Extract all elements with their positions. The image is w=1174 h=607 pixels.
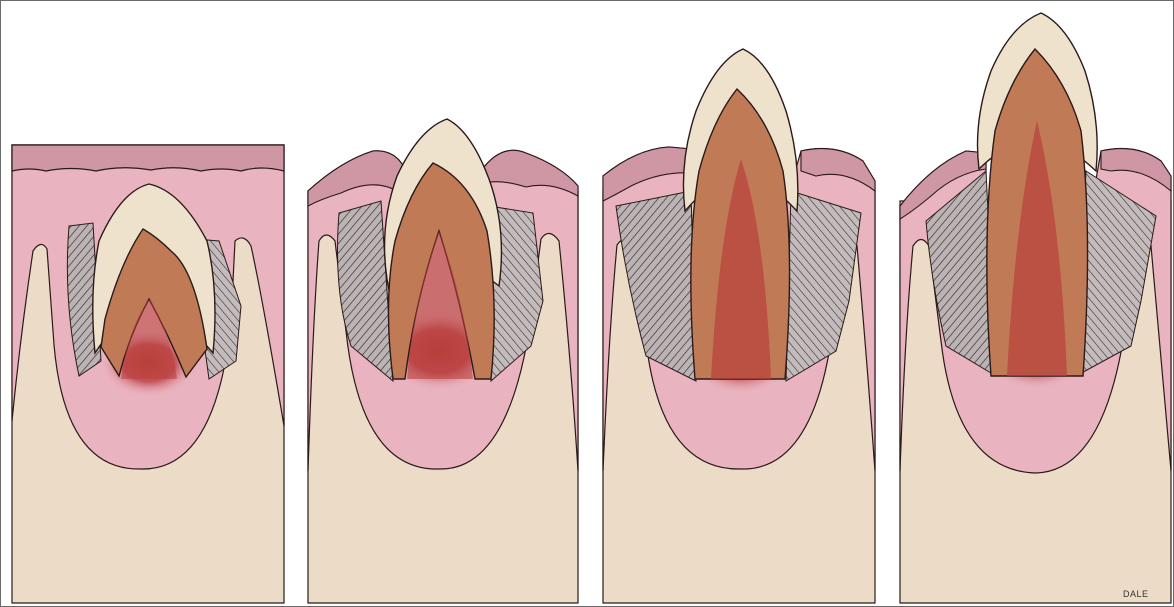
panel-stage-2: [308, 119, 578, 603]
oral-epithelium: [12, 145, 284, 171]
panel-stage-1: [12, 145, 284, 603]
artist-signature: DALE: [1123, 589, 1149, 599]
panel-stage-3: [603, 49, 875, 603]
panel-stage-4: [900, 13, 1171, 603]
